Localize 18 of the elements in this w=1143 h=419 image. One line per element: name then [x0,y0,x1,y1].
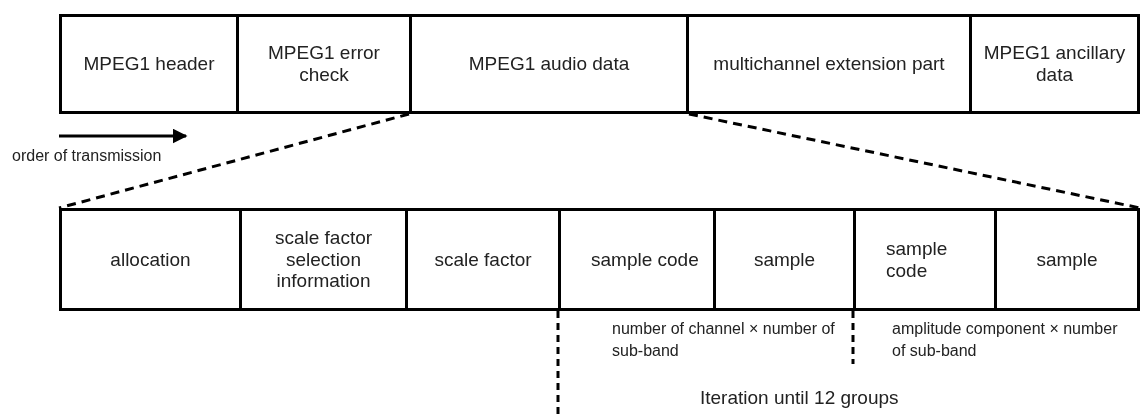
note: Iteration until 12 groups [700,386,900,410]
field-box: MPEG1 audio data [409,14,689,114]
field-box: MPEG1 error check [236,14,412,114]
note: amplitude component × number of sub-band [892,319,1119,362]
note: number of channel × number of sub-band [612,319,836,362]
expansion-line [58,112,410,210]
field-box: sample code [853,208,997,311]
field-box: sample code [558,208,716,311]
field-box: scale factor [405,208,561,311]
field-box: MPEG1 header [59,14,239,114]
field-box: scale factor selection information [239,208,408,311]
field-box: MPEG1 ancillary data [969,14,1140,114]
field-box: allocation [59,208,242,311]
field-box: multichannel extension part [686,14,972,114]
expansion-line [688,112,1141,210]
direction-label: order of transmission [12,146,163,166]
field-box: sample [994,208,1140,311]
field-box: sample [713,208,856,311]
